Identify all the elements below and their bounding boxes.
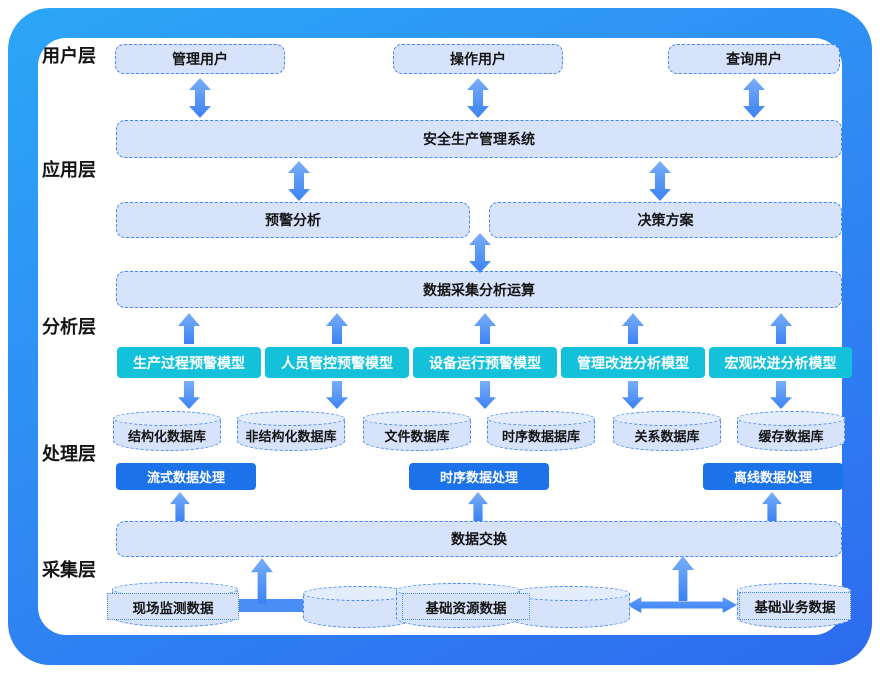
model-box-management: 管理改进分析模型 bbox=[561, 347, 705, 378]
double-arrow-v bbox=[743, 78, 765, 118]
user-box-admin: 管理用户 bbox=[115, 44, 285, 74]
layer-label-user: 用户层 bbox=[42, 46, 96, 67]
source-cylinder bbox=[510, 586, 630, 628]
cylinder-top bbox=[113, 411, 221, 426]
double-arrow-v bbox=[649, 161, 671, 201]
double-arrow-v bbox=[189, 78, 211, 118]
database-label: 结构化数据库 bbox=[127, 429, 206, 445]
decision-plan-box: 决策方案 bbox=[489, 202, 842, 238]
connector-bar bbox=[230, 599, 308, 612]
layer-label-collect: 采集层 bbox=[42, 560, 96, 581]
cylinder-top bbox=[363, 411, 471, 426]
double-arrow-v bbox=[469, 233, 491, 273]
model-box-equipment: 设备运行预警模型 bbox=[413, 347, 557, 378]
data-exchange-box: 数据交换 bbox=[116, 521, 842, 557]
source-label-basic-resource: 基础资源数据 bbox=[402, 593, 530, 620]
database-cylinder: 关系数据库 bbox=[613, 411, 721, 451]
database-cylinder: 文件数据库 bbox=[363, 411, 471, 451]
source-label-basic-business: 基础业务数据 bbox=[739, 592, 851, 620]
database-cylinder: 缓存数据库 bbox=[737, 411, 845, 451]
layer-label-process: 处理层 bbox=[42, 444, 96, 465]
warning-analysis-box: 预警分析 bbox=[116, 202, 470, 238]
database-cylinder: 非结构化数据库 bbox=[237, 411, 345, 451]
compute-box: 数据采集分析运算 bbox=[116, 271, 842, 308]
processor-box-timeseq: 时序数据处理 bbox=[409, 463, 549, 490]
model-box-macro: 宏观改进分析模型 bbox=[709, 347, 852, 378]
database-label: 缓存数据库 bbox=[758, 429, 824, 445]
cylinder-top bbox=[487, 411, 595, 426]
database-cylinder: 结构化数据库 bbox=[113, 411, 221, 451]
database-label: 关系数据库 bbox=[634, 429, 700, 445]
database-label: 非结构化数据库 bbox=[245, 429, 337, 445]
model-box-production: 生产过程预警模型 bbox=[117, 347, 261, 378]
layer-label-app: 应用层 bbox=[42, 160, 96, 181]
source-label-site-monitoring: 现场监测数据 bbox=[107, 593, 239, 620]
cylinder-top bbox=[613, 411, 721, 426]
cylinder-top bbox=[737, 411, 845, 426]
processor-box-offline: 离线数据处理 bbox=[703, 463, 843, 490]
system-box: 安全生产管理系统 bbox=[116, 120, 842, 158]
cylinder-top bbox=[237, 411, 345, 426]
processor-box-stream: 流式数据处理 bbox=[116, 463, 256, 490]
user-box-query: 查询用户 bbox=[668, 44, 840, 74]
database-cylinder: 时序数据据库 bbox=[487, 411, 595, 451]
double-arrow-v bbox=[288, 161, 310, 201]
layer-label-analysis: 分析层 bbox=[42, 317, 96, 338]
database-label: 时序数据据库 bbox=[501, 429, 580, 445]
database-label: 文件数据库 bbox=[384, 429, 450, 445]
user-box-operator: 操作用户 bbox=[393, 44, 563, 74]
double-arrow-v bbox=[467, 78, 489, 118]
model-box-personnel: 人员管控预警模型 bbox=[265, 347, 409, 378]
